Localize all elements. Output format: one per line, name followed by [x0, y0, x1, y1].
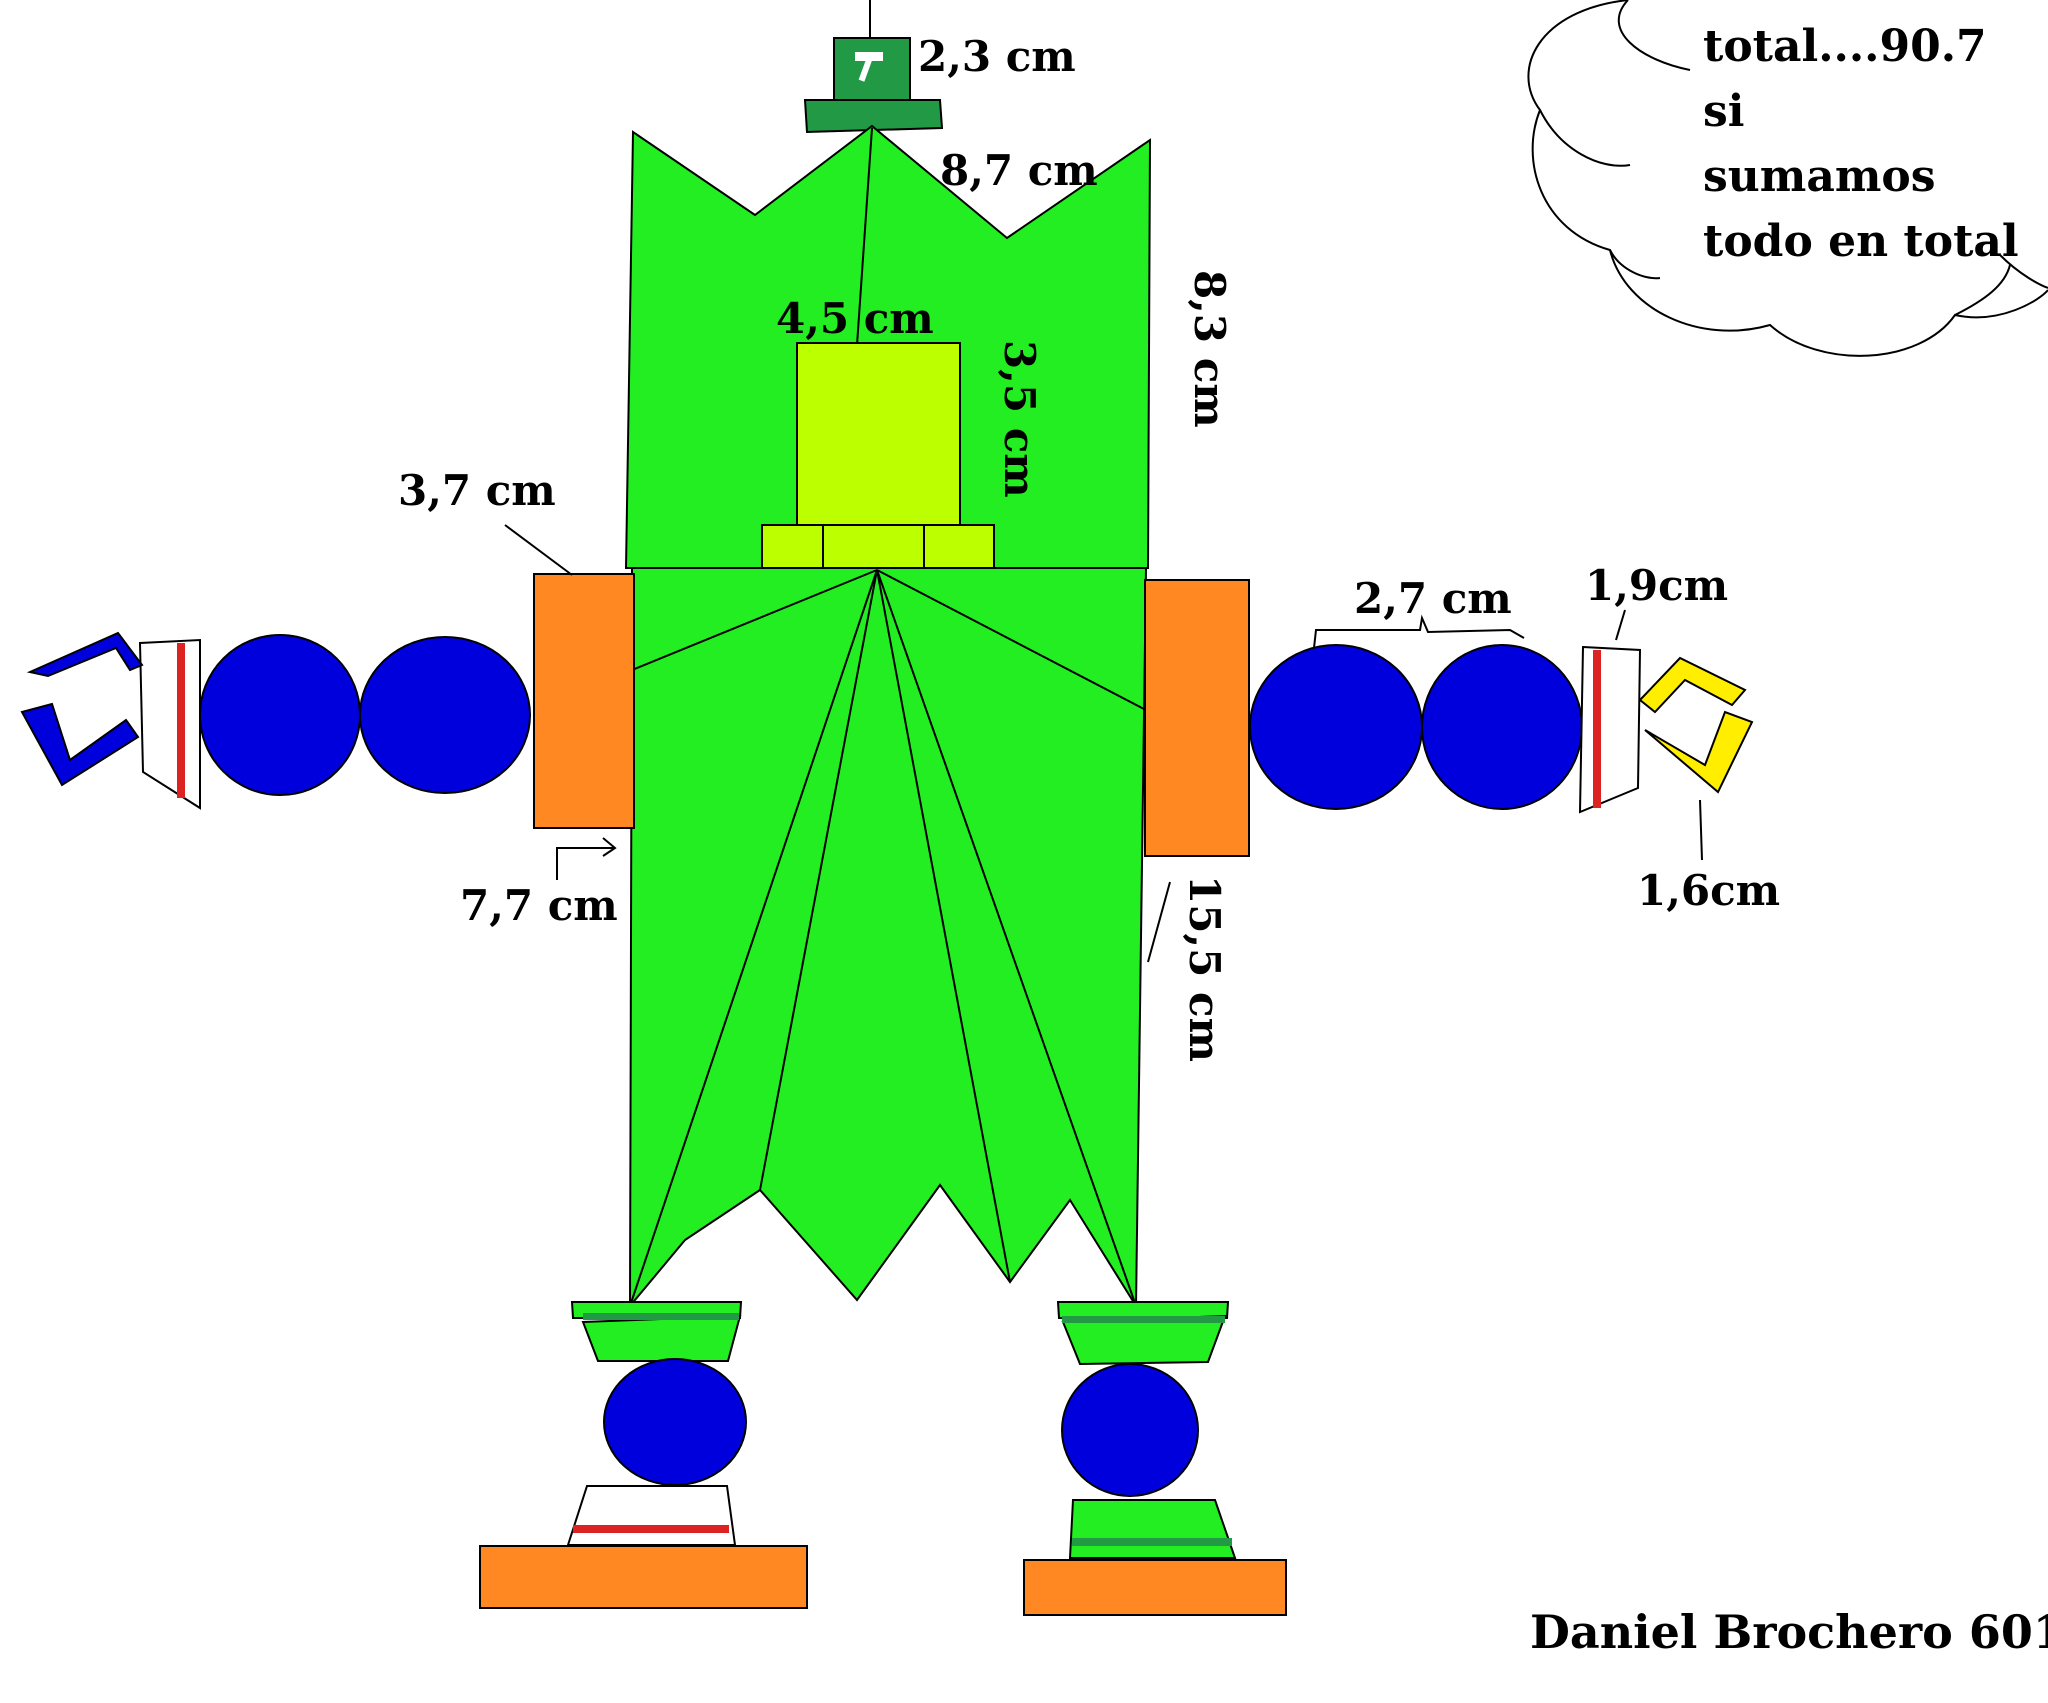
signature: Daniel Brochero 601	[1530, 1605, 2048, 1659]
face-block	[796, 342, 961, 527]
face-height-label: 3,5 cm	[995, 340, 1044, 498]
shoulder-top-label: 3,7 cm	[398, 466, 556, 515]
face-base	[761, 524, 995, 569]
head	[624, 124, 1152, 569]
left-foot	[479, 1545, 808, 1609]
left-claw	[20, 631, 144, 787]
face-width-label: 4,5 cm	[776, 294, 934, 343]
right-wrist	[1578, 645, 1642, 814]
right-leg	[1023, 1301, 1287, 1616]
body-height-label: 15,5 cm	[1180, 875, 1229, 1062]
hat	[803, 0, 944, 134]
crown-line	[856, 127, 873, 346]
arm-label: 2,7 cm	[1354, 574, 1512, 623]
left-arm	[20, 631, 531, 810]
left-leg	[479, 1301, 808, 1609]
hat-top	[833, 37, 911, 101]
thought-cloud	[1527, 0, 2048, 357]
left-shoulder	[533, 573, 635, 829]
right-arm	[1249, 644, 1754, 814]
wrist-label: 1,9cm	[1585, 561, 1729, 610]
right-claw	[1638, 656, 1754, 794]
claw-label: 1,6cm	[1637, 866, 1781, 915]
right-foot	[1023, 1559, 1287, 1616]
hat-label: 2,3 cm	[918, 32, 1076, 81]
torso	[628, 567, 1148, 1310]
cloud-line: si	[1703, 86, 1745, 137]
hammer-icon	[855, 52, 883, 82]
shoulder-bottom-label: 7,7 cm	[460, 881, 618, 930]
right-shoulder	[1144, 579, 1250, 857]
cloud-line: todo en total	[1703, 216, 2019, 267]
measure-lines	[504, 524, 1703, 963]
cloud-line: total....90.7	[1703, 21, 1987, 72]
crown-edge-label: 8,7 cm	[940, 146, 1098, 195]
cloud-line: sumamos	[1703, 151, 1936, 202]
cloud-text: total....90.7 si sumamos todo en total	[1703, 14, 2019, 274]
left-wrist	[138, 638, 201, 810]
hat-brim	[803, 99, 944, 134]
head-height-label: 8,3 cm	[1185, 270, 1234, 428]
